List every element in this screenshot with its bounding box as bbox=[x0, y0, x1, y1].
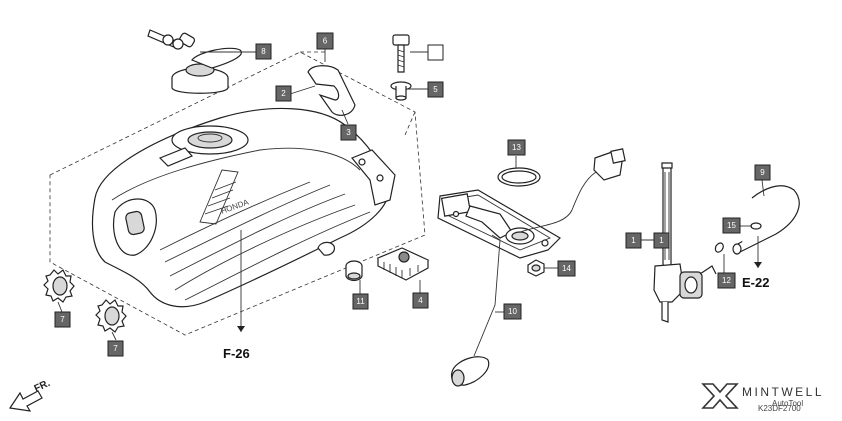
callout-9: 9 bbox=[754, 164, 771, 181]
gear-cushion-right bbox=[95, 299, 127, 333]
fuel-level-sender bbox=[437, 148, 626, 387]
callout-10: 10 bbox=[503, 303, 522, 320]
svg-text:1: 1 bbox=[659, 236, 664, 245]
callout-5: 5 bbox=[427, 81, 444, 98]
o-ring bbox=[497, 167, 541, 187]
callout-7-left: 7 bbox=[54, 311, 71, 328]
fuel-tank: HONDA bbox=[91, 107, 396, 308]
fuel-cap bbox=[147, 29, 242, 94]
callout-6: 6 bbox=[316, 32, 334, 50]
svg-text:11: 11 bbox=[356, 297, 365, 306]
callout-11: 11 bbox=[352, 293, 369, 310]
svg-text:4: 4 bbox=[418, 296, 423, 305]
grommet bbox=[345, 260, 363, 282]
nut bbox=[527, 259, 545, 277]
callout-14: 14 bbox=[557, 260, 576, 277]
gear-cushion-left bbox=[43, 269, 75, 303]
front-direction-arrow: FR. bbox=[8, 378, 52, 412]
svg-text:15: 15 bbox=[727, 221, 736, 230]
svg-text:1: 1 bbox=[631, 236, 636, 245]
callout-8: 8 bbox=[255, 43, 272, 60]
callout-blank bbox=[427, 44, 444, 61]
seal-strip bbox=[307, 65, 356, 116]
svg-text:7: 7 bbox=[60, 315, 65, 324]
fuel-hose bbox=[732, 185, 800, 255]
diagram-code: K23DF2700 bbox=[758, 404, 801, 413]
brand-logo: MINTWELL AutoTool bbox=[701, 383, 824, 409]
reference-f26: F-26 bbox=[223, 346, 250, 361]
svg-text:13: 13 bbox=[512, 143, 521, 152]
front-direction-label: FR. bbox=[33, 378, 52, 395]
callout-4: 4 bbox=[412, 292, 429, 309]
svg-text:8: 8 bbox=[261, 47, 266, 56]
brand-subtext: AutoTool bbox=[772, 399, 803, 408]
svg-text:9: 9 bbox=[760, 168, 765, 177]
reference-e22: E-22 bbox=[742, 275, 769, 290]
reference-e22-arrow bbox=[754, 262, 762, 268]
svg-text:6: 6 bbox=[323, 37, 328, 46]
tank-assembly-outline bbox=[49, 51, 426, 336]
callout-3: 3 bbox=[340, 124, 357, 141]
svg-text:5: 5 bbox=[433, 85, 438, 94]
svg-text:2: 2 bbox=[281, 89, 286, 98]
callout-7-right: 7 bbox=[107, 340, 124, 357]
hose-clip-12 bbox=[714, 242, 724, 253]
callout-1-valve-inline: 1 bbox=[653, 232, 670, 249]
svg-text:10: 10 bbox=[508, 307, 517, 316]
svg-text:12: 12 bbox=[722, 276, 731, 285]
callout-2: 2 bbox=[275, 85, 292, 102]
hose-clip-15 bbox=[750, 222, 762, 230]
callout-12: 12 bbox=[717, 272, 736, 289]
tank-rubber bbox=[376, 247, 430, 281]
callout-1-valve: 1 bbox=[625, 232, 642, 249]
callout-15: 15 bbox=[722, 217, 741, 234]
callout-13: 13 bbox=[507, 139, 526, 156]
leader-lines bbox=[57, 48, 765, 341]
svg-text:7: 7 bbox=[113, 344, 118, 353]
svg-text:3: 3 bbox=[346, 128, 351, 137]
brand-name: MINTWELL bbox=[742, 385, 824, 399]
bolt bbox=[390, 34, 412, 101]
reference-f26-arrow bbox=[237, 326, 245, 332]
svg-text:14: 14 bbox=[562, 264, 571, 273]
